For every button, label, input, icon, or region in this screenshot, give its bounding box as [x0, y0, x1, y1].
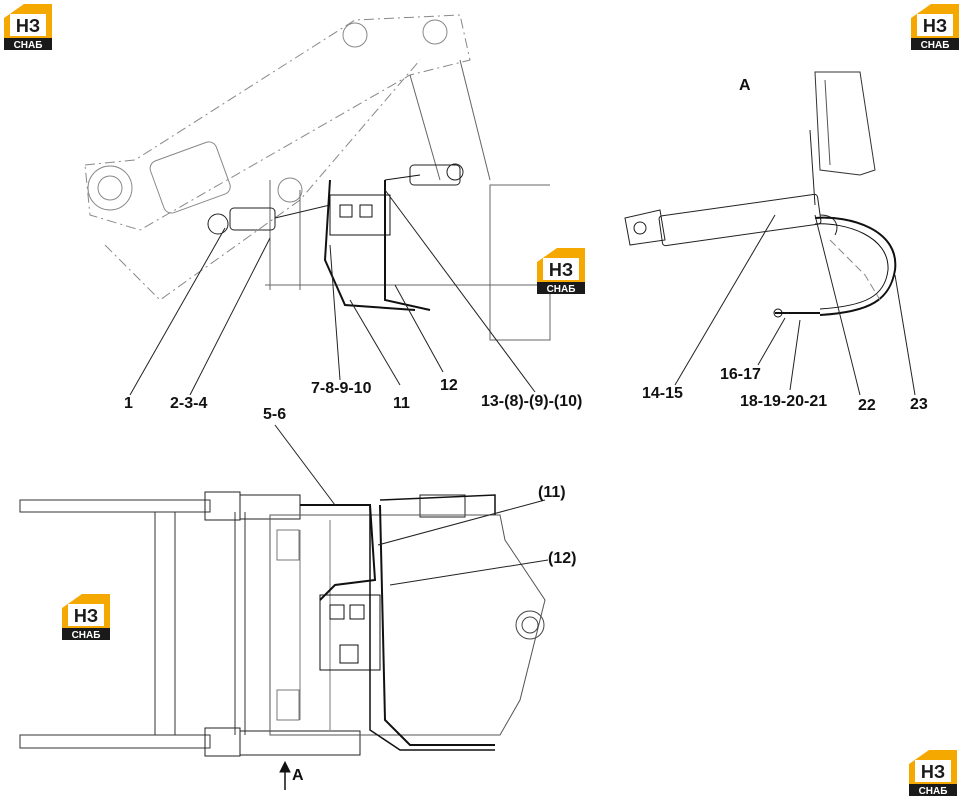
- logo-bottom-text: СНАБ: [72, 630, 101, 640]
- logo-top-text: НЗ: [923, 16, 947, 36]
- leader-lines-top: [129, 189, 536, 396]
- logo-bottom-text: СНАБ: [547, 284, 576, 294]
- logo-top-text: НЗ: [74, 606, 98, 626]
- view-a-title: A: [739, 77, 751, 94]
- nz-snab-logo: НЗ СНАБ: [60, 592, 112, 641]
- logo-bottom-text: СНАБ: [919, 786, 948, 796]
- part-label-13: 13-(8)-(9)-(10): [481, 393, 583, 410]
- part-label-22: 22: [858, 397, 876, 414]
- logo-top-text: НЗ: [921, 762, 945, 782]
- leader-lines-bottom: [274, 424, 549, 586]
- logo-bottom-text: СНАБ: [14, 40, 43, 50]
- top-view: [19, 491, 546, 790]
- part-label-12-ref: (12): [548, 550, 577, 567]
- part-label-18-19-20-21: 18-19-20-21: [740, 393, 828, 410]
- logo-top-text: НЗ: [549, 260, 573, 280]
- view-a-detail: [624, 71, 897, 318]
- nz-snab-logo: НЗ СНАБ: [909, 2, 961, 51]
- part-label-2-3-4: 2-3-4: [170, 395, 208, 412]
- nz-snab-logo: НЗ СНАБ: [535, 246, 587, 295]
- part-label-14-15: 14-15: [642, 385, 683, 402]
- view-a-arrow-label: A: [292, 767, 304, 784]
- part-label-7-8-9-10: 7-8-9-10: [311, 380, 372, 397]
- leader-lines-view-a: [674, 214, 916, 396]
- nz-snab-logo: НЗ СНАБ: [2, 2, 54, 51]
- part-label-11: 11: [393, 395, 410, 412]
- part-label-11-ref: (11): [538, 484, 566, 501]
- part-label-5-6: 5-6: [263, 406, 287, 423]
- part-label-16-17: 16-17: [720, 366, 761, 383]
- loader-arm-side-view: [84, 14, 551, 341]
- part-label-23: 23: [910, 396, 928, 413]
- logo-top-text: НЗ: [16, 16, 40, 36]
- logo-bottom-text: СНАБ: [921, 40, 950, 50]
- nz-snab-logo: НЗ СНАБ: [907, 748, 959, 797]
- part-label-12: 12: [440, 377, 458, 394]
- part-label-1: 1: [124, 395, 133, 412]
